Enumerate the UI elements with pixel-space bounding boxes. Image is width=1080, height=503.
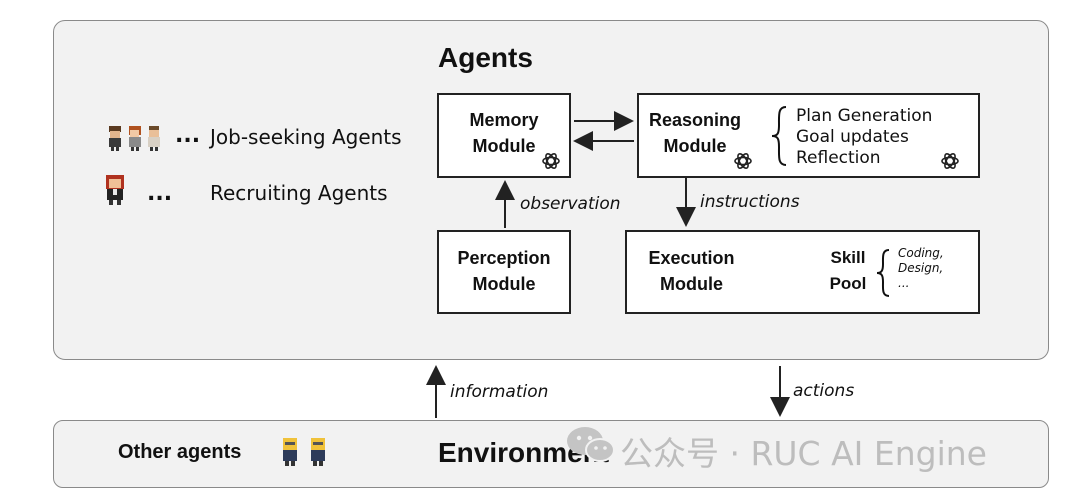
skill-design: Design, [898, 261, 944, 275]
agents-title: Agents [438, 42, 533, 73]
recruiting-label: Recruiting Agents [210, 181, 388, 205]
other-agents-icon [283, 438, 325, 466]
skill-pool-title: Skill Pool [820, 245, 876, 297]
openai-icon-memory [542, 153, 560, 169]
information-label: information [450, 382, 549, 402]
watermark-text: 公众号 · RUC AI Engine [620, 434, 987, 473]
job-seeking-ellipsis: ... [175, 123, 201, 148]
reasoning-module-box [637, 93, 980, 178]
recruiting-agent-icon [106, 175, 124, 205]
actions-label: actions [793, 381, 855, 401]
other-agents-label: Other agents [118, 441, 242, 463]
job-seeking-label: Job-seeking Agents [210, 125, 402, 149]
skill-line1: Skill [830, 248, 866, 267]
perception-line2: Module [472, 274, 536, 294]
skill-list: Coding, Design, ... [898, 246, 944, 291]
skill-brace [876, 249, 890, 297]
observation-label: observation [520, 194, 621, 214]
perception-module-box [437, 230, 571, 314]
wechat-icon [567, 427, 615, 462]
reasoning-module-title: Reasoning Module [640, 107, 750, 159]
perception-module-title: Perception Module [437, 245, 571, 297]
instructions-label: instructions [700, 192, 800, 212]
perception-line1: Perception [457, 248, 551, 268]
skill-coding: Coding, [898, 246, 944, 260]
openai-icon-reflection [941, 153, 959, 169]
skill-more: ... [898, 276, 910, 290]
memory-line1: Memory [469, 110, 539, 130]
reasoning-line2: Module [663, 136, 727, 156]
reasoning-brace [771, 106, 787, 166]
environment-panel [53, 420, 1049, 488]
reflection-item: Reflection [796, 148, 881, 168]
goal-updates-item: Goal updates [796, 127, 909, 147]
openai-icon-reasoning [734, 153, 752, 169]
execution-module-box [625, 230, 980, 314]
job-seeking-agents-icon [109, 126, 160, 151]
execution-module-title: Execution Module [634, 245, 749, 297]
memory-line2: Module [472, 136, 536, 156]
plan-generation-item: Plan Generation [796, 106, 933, 126]
reasoning-line1: Reasoning [648, 110, 741, 130]
skill-line2: Pool [829, 274, 867, 293]
execution-line2: Module [660, 274, 723, 294]
memory-module-title: Memory Module [437, 107, 571, 159]
execution-line1: Execution [648, 248, 735, 268]
reasoning-items: Plan Generation Goal updates Reflection [796, 106, 932, 169]
recruiting-ellipsis: ... [147, 181, 173, 206]
